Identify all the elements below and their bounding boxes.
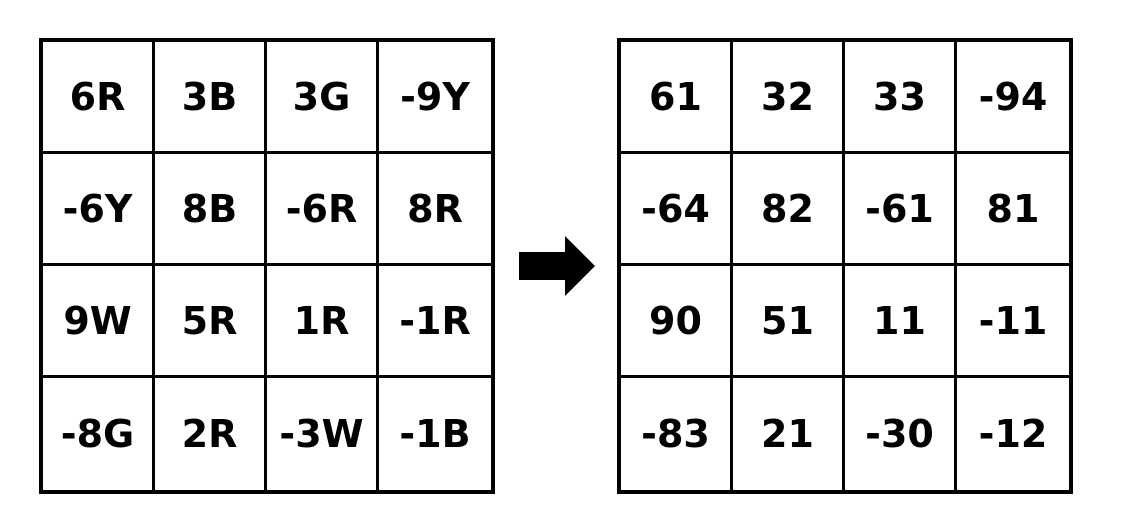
grid-cell: -83 bbox=[621, 378, 733, 490]
grid-cell: 2R bbox=[155, 378, 267, 490]
grid-cell: 6R bbox=[43, 42, 155, 154]
result-grid: 61 32 33 -94 -64 82 -61 81 90 51 11 -11 … bbox=[617, 38, 1073, 494]
grid-cell: -94 bbox=[957, 42, 1069, 154]
grid-cell: -9Y bbox=[379, 42, 491, 154]
grid-cell: -61 bbox=[845, 154, 957, 266]
grid-cell: 33 bbox=[845, 42, 957, 154]
grid-cell: -12 bbox=[978, 412, 1048, 456]
grid-cell: 1R bbox=[267, 266, 379, 378]
grid-cell: 5R bbox=[155, 266, 267, 378]
grid-cell: 81 bbox=[957, 154, 1069, 266]
grid-cell: 9W bbox=[43, 266, 155, 378]
grid-cell: 11 bbox=[845, 266, 957, 378]
grid-cell: 21 bbox=[733, 378, 845, 490]
grid-cell: 51 bbox=[733, 266, 845, 378]
grid-cell: 32 bbox=[733, 42, 845, 154]
grid-cell: 61 bbox=[621, 42, 733, 154]
grid-cell: 8B bbox=[155, 154, 267, 266]
grid-cell: 8R bbox=[379, 154, 491, 266]
grid-cell: 90 bbox=[621, 266, 733, 378]
grid-cell: -6R bbox=[267, 154, 379, 266]
grid-cell: -1B bbox=[399, 412, 471, 456]
grid-cell: -64 bbox=[621, 154, 733, 266]
grid-cell: -11 bbox=[957, 266, 1069, 378]
grid-cell: -3W bbox=[267, 378, 379, 490]
grid-cell: -6Y bbox=[43, 154, 155, 266]
grid-cell: -1R bbox=[379, 266, 491, 378]
grid-cell: -30 bbox=[845, 378, 957, 490]
source-grid: 6R 3B 3G -9Y -6Y 8B -6R 8R 9W 5R 1R -1R … bbox=[39, 38, 495, 494]
grid-cell: 3G bbox=[267, 42, 379, 154]
right-arrow-icon bbox=[519, 236, 595, 296]
grid-cell: -8G bbox=[43, 378, 155, 490]
grid-cell: 82 bbox=[733, 154, 845, 266]
grid-cell: 3B bbox=[155, 42, 267, 154]
